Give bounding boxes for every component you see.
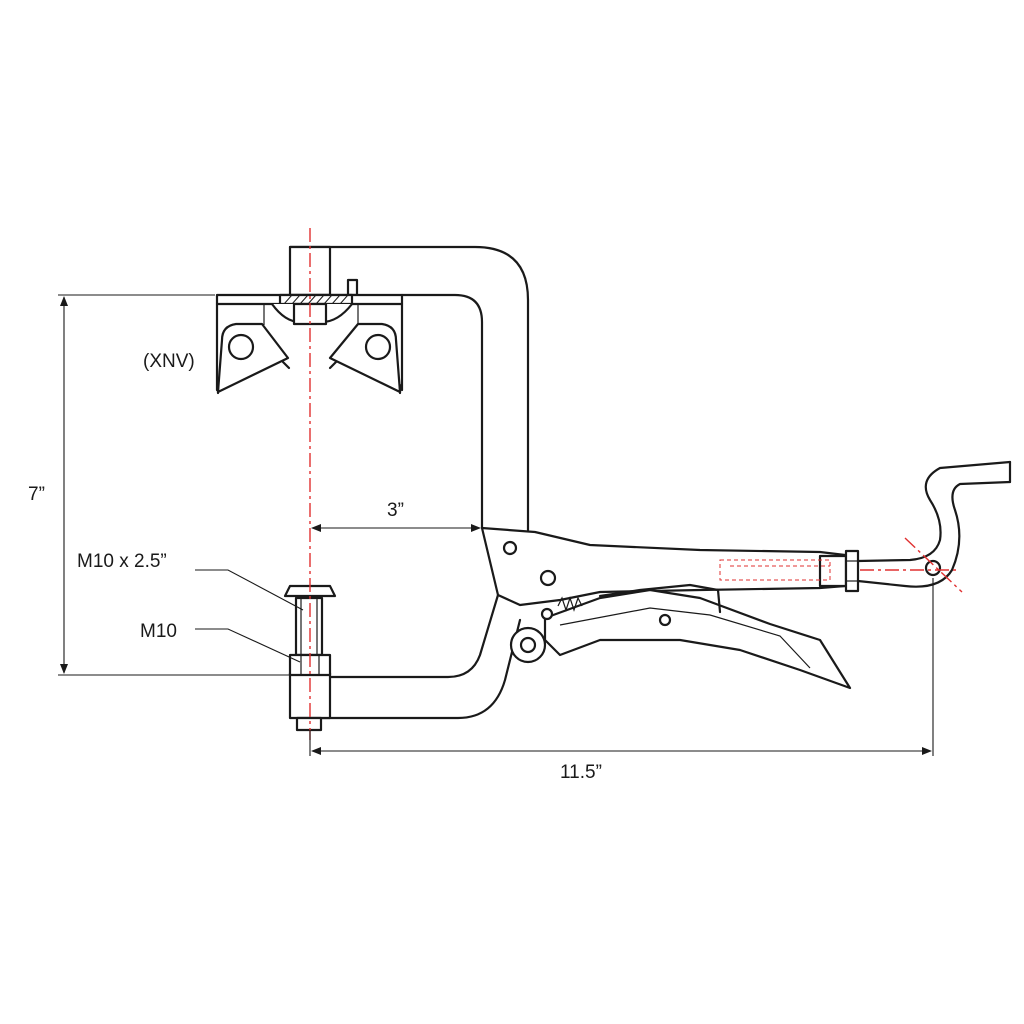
centerlines: [309, 228, 963, 740]
hatch-pattern: [283, 294, 349, 305]
bolt-size-label: M10 x 2.5”: [77, 551, 167, 572]
c-frame: [288, 245, 530, 720]
head-model-label: (XNV): [143, 351, 195, 372]
text-labels: (XNV) 7” 3” M10 x 2.5” M10 11.5”: [28, 351, 602, 783]
locking-pliers-body: [480, 460, 1012, 690]
nut-size-label: M10: [140, 621, 177, 642]
dimension-lines: [58, 294, 934, 756]
overall-length-label: 11.5”: [560, 762, 602, 783]
throat-depth-label: 3”: [387, 500, 404, 521]
height-dimension-label: 7”: [28, 484, 45, 505]
